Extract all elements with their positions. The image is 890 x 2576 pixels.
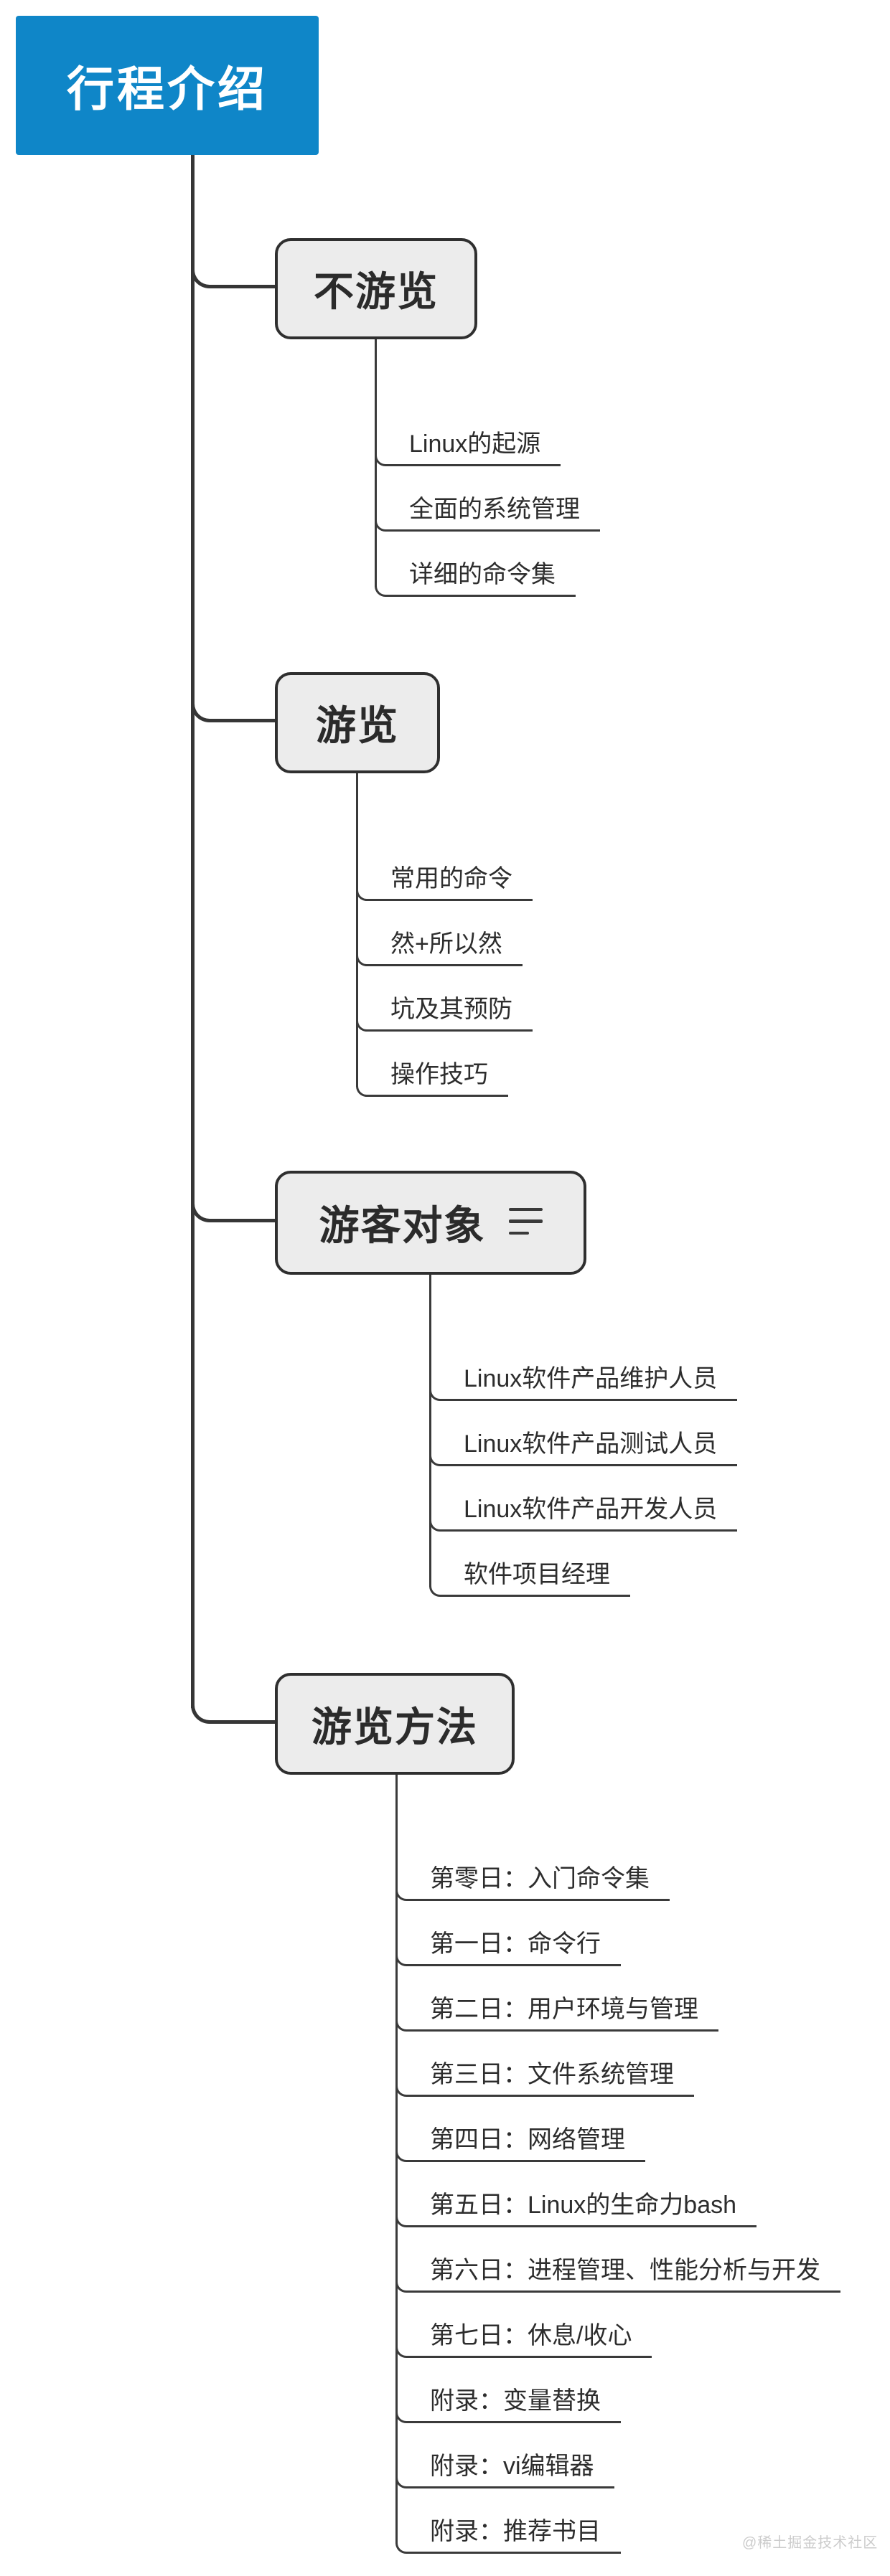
child-topic[interactable]: 附录：vi编辑器 <box>406 2443 614 2488</box>
topic-node-4-label: 游览方法 <box>312 1704 478 1750</box>
child-topic[interactable]: 全面的系统管理 <box>385 486 600 532</box>
stem-branch-1 <box>375 339 377 587</box>
connector <box>356 1000 367 1032</box>
child-topic[interactable]: 第二日：用户环境与管理 <box>406 1986 718 2032</box>
stem-branch-2 <box>356 773 358 1087</box>
child-topic[interactable]: 操作技巧 <box>367 1052 508 1097</box>
connector <box>429 1369 440 1401</box>
child-topic[interactable]: 第四日：网络管理 <box>406 2117 645 2162</box>
notes-icon <box>508 1207 543 1235</box>
child-topic[interactable]: 第零日：入门命令集 <box>406 1856 670 1901</box>
connector-branch-4 <box>191 1692 277 1724</box>
connector <box>375 500 385 532</box>
child-topic[interactable]: Linux的起源 <box>385 421 561 466</box>
connector <box>395 2261 406 2293</box>
topic-node-1[interactable]: 不游览 <box>275 238 477 339</box>
connector <box>429 1435 440 1466</box>
stem-branch-3 <box>429 1275 431 1587</box>
child-topic[interactable]: 第三日：文件系统管理 <box>406 2052 694 2097</box>
connector <box>395 2522 406 2554</box>
topic-node-2-label: 游览 <box>316 703 399 748</box>
child-topic[interactable]: 第六日：进程管理、性能分析与开发 <box>406 2247 840 2293</box>
connector <box>395 2131 406 2162</box>
stem-branch-4 <box>395 1775 398 2544</box>
connector <box>356 1065 367 1097</box>
child-topic[interactable]: 然+所以然 <box>367 921 523 966</box>
connector <box>356 869 367 901</box>
connector <box>395 2065 406 2097</box>
root-topic-label: 行程介绍 <box>67 62 268 115</box>
connector <box>429 1500 440 1532</box>
child-topic[interactable]: 常用的命令 <box>367 856 533 901</box>
connector <box>375 565 385 597</box>
connector <box>395 2392 406 2423</box>
child-topic[interactable]: 第五日：Linux的生命力bash <box>406 2182 757 2227</box>
child-topic[interactable]: 附录：推荐书目 <box>406 2509 621 2554</box>
trunk-line <box>191 155 195 1708</box>
root-topic[interactable]: 行程介绍 <box>16 16 319 155</box>
child-topic[interactable]: Linux软件产品开发人员 <box>440 1486 738 1532</box>
topic-node-4[interactable]: 游览方法 <box>275 1673 515 1775</box>
connector-branch-1 <box>191 257 277 288</box>
connector-branch-2 <box>191 691 277 722</box>
topic-node-1-label: 不游览 <box>314 269 439 314</box>
connector <box>395 2000 406 2032</box>
child-topic[interactable]: 软件项目经理 <box>440 1552 630 1597</box>
child-topic[interactable]: 第一日：命令行 <box>406 1921 621 1966</box>
connector <box>395 1869 406 1901</box>
watermark: @稀土掘金技术社区 <box>742 2535 879 2551</box>
child-topic[interactable]: 附录：变量替换 <box>406 2378 621 2423</box>
connector-branch-3 <box>191 1191 277 1222</box>
connector <box>429 1565 440 1597</box>
connector <box>395 2326 406 2358</box>
child-topic[interactable]: 第七日：休息/收心 <box>406 2313 652 2358</box>
connector <box>395 2196 406 2227</box>
topic-node-3-label: 游客对象 <box>319 1203 486 1248</box>
connector <box>356 935 367 966</box>
topic-node-2[interactable]: 游览 <box>275 672 440 773</box>
connector <box>395 2457 406 2488</box>
child-topic[interactable]: 详细的命令集 <box>385 552 576 597</box>
topic-node-3[interactable]: 游客对象 <box>275 1171 586 1275</box>
child-topic[interactable]: Linux软件产品测试人员 <box>440 1421 738 1466</box>
child-topic[interactable]: 坑及其预防 <box>367 986 533 1032</box>
child-topic[interactable]: Linux软件产品维护人员 <box>440 1356 738 1401</box>
connector <box>375 435 385 466</box>
connector <box>395 1935 406 1966</box>
